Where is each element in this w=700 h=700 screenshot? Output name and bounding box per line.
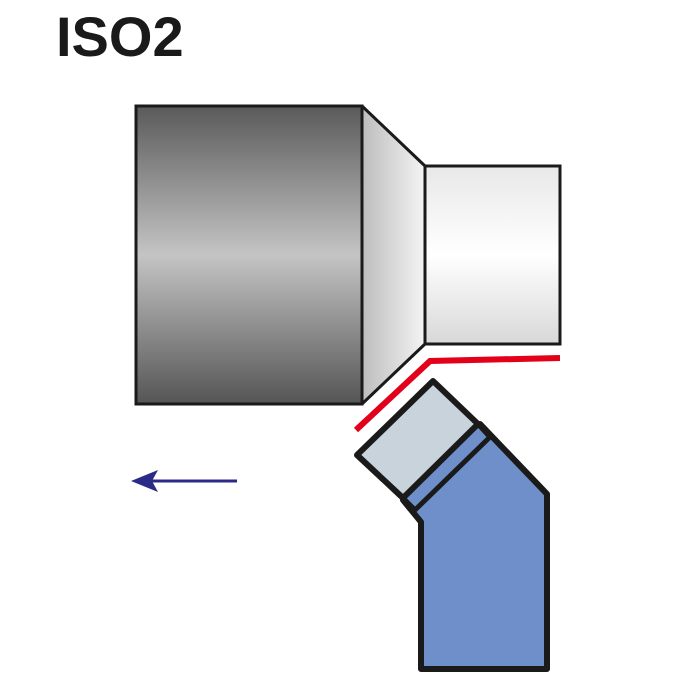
diagram-title: ISO2: [56, 5, 184, 68]
cutting-insert: [354, 378, 481, 501]
workpiece-chamfer: [360, 104, 427, 406]
workpiece-small-diameter: [423, 164, 562, 346]
arrow-left-icon: [131, 470, 237, 492]
workpiece: [134, 104, 562, 406]
cutting-tool: [354, 378, 550, 672]
cut-path-line: [353, 355, 561, 433]
workpiece-large-diameter: [134, 104, 364, 406]
